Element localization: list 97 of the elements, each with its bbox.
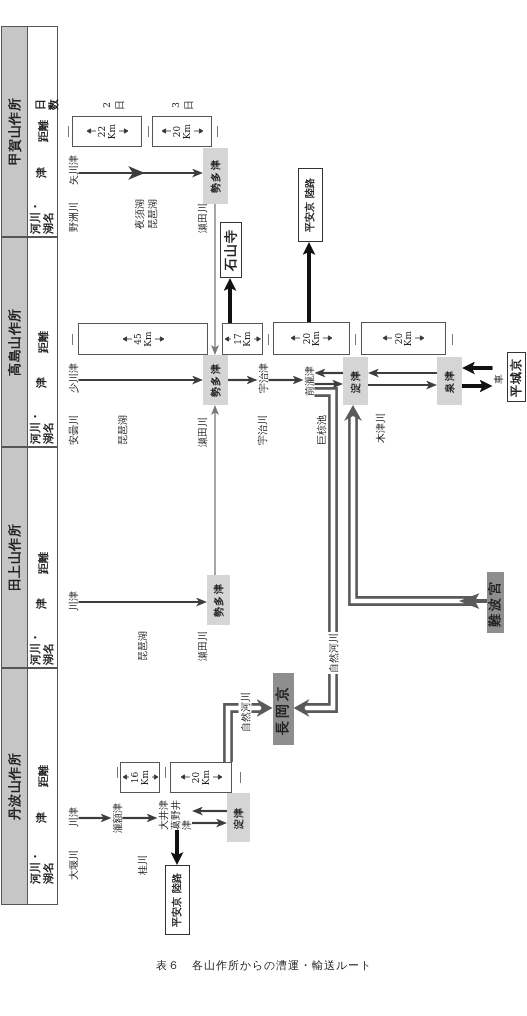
destination-box: 平安京 陸路 [298, 168, 323, 242]
port-name: 矢川津 [67, 155, 79, 185]
place-name: 巨椋池 [315, 415, 327, 445]
destination-box: 石山寺 [220, 222, 242, 278]
distance-label: 20 Km [302, 330, 321, 347]
distance-box [120, 762, 160, 793]
arrow [314, 379, 343, 389]
port-box: 勢多津 [203, 355, 228, 405]
place-name: 宇治川 [256, 415, 268, 445]
distance-box [170, 762, 232, 793]
column-heading: 津 [34, 811, 48, 823]
port-name: 瀧額津 [111, 803, 123, 833]
caption: 表６ 各山作所からの漕運・輸送ルート [156, 959, 372, 972]
day-count: 3日 [169, 100, 195, 110]
section-header: 甲賀山作所 [1, 26, 28, 237]
column-heading: 距離 [36, 331, 50, 353]
place-name: 琵琶湖 [146, 199, 158, 229]
port-name: 葛野井津 [170, 800, 192, 830]
place-name: 大堰川 [67, 850, 79, 880]
double-line-arrow [344, 405, 488, 609]
bold-arrow [170, 830, 184, 865]
distance-box [361, 322, 446, 355]
port-name: 少川津 [67, 363, 79, 393]
port-name: 川津 [67, 807, 79, 827]
distance-label: 45 Km [133, 330, 153, 348]
port-box: 勢多津 [207, 575, 230, 625]
place-name: 夜須湖 [133, 199, 145, 229]
place-name: 琵琶湖 [136, 631, 148, 661]
column-heading: 津 [34, 166, 48, 178]
arrow [78, 813, 112, 823]
distance-label: 16 Km [130, 769, 150, 786]
day-count: 2日 [100, 100, 126, 110]
column-heading: 河川・湖名 [29, 850, 55, 884]
distance-label: 20 Km [191, 769, 211, 786]
distance-label: 20 Km [394, 330, 413, 347]
distance-box [72, 116, 142, 147]
place-name: 安曇川 [67, 415, 79, 445]
bold-arrow [223, 278, 237, 323]
port-box: 淀津 [343, 357, 368, 405]
distance-label: 17 Km [233, 330, 252, 348]
place-name: 琵琶湖 [116, 415, 128, 445]
capital-box: 長岡京 [272, 673, 294, 745]
column-heading: 距離 [36, 765, 50, 787]
arrow [368, 368, 437, 378]
column-heading: 距離 [36, 552, 50, 574]
port-name: 宇治津 [257, 363, 269, 393]
destination-box: 平安京 陸路 [165, 865, 190, 935]
place-name: 瀬田川 [196, 417, 208, 447]
column-heading: 距離 [36, 120, 50, 142]
section-header: 丹波山作所 [1, 668, 28, 905]
double-line-arrow [293, 387, 338, 717]
port-box: 勢多津 [203, 148, 228, 204]
port-box: 泉津 [437, 357, 462, 405]
arrow [78, 597, 207, 607]
port-box: 淀津 [227, 793, 250, 842]
column-heading: 津 [34, 597, 48, 609]
distance-label: 22 Km [97, 123, 117, 140]
place-name: 瀬田川 [196, 631, 208, 661]
place-name: 桂川 [136, 855, 148, 875]
arrow [314, 368, 343, 378]
column-heading: 河川・湖名 [29, 200, 55, 234]
arrow [192, 818, 227, 828]
column-heading: 日数 [34, 98, 60, 110]
port-name: 前瀧津 [303, 366, 315, 396]
column-heading: 河川・湖名 [29, 631, 55, 665]
arrow [368, 380, 437, 390]
edge-label: 自然河川 [326, 632, 340, 674]
port-name: 大井津 [157, 800, 169, 830]
bold-arrow [462, 379, 493, 393]
section-header: 田上山作所 [1, 447, 28, 668]
arrow [192, 806, 227, 816]
port-name: 川津 [67, 591, 79, 611]
section-header: 高島山作所 [1, 237, 28, 447]
arrow [268, 375, 304, 385]
arrow [228, 375, 258, 385]
distance-box [273, 322, 350, 355]
distance-label: 20 Km [172, 123, 192, 140]
place-name: 木津川 [374, 413, 386, 443]
thin-arrow [211, 405, 219, 576]
arrow [77, 166, 203, 179]
capital-box: 難波宮 [486, 572, 504, 633]
place-name: 瀬田川 [196, 203, 208, 233]
column-heading: 津 [34, 376, 48, 388]
arrow [78, 375, 203, 385]
arrow [122, 813, 158, 823]
bold-arrow [462, 361, 493, 375]
destination-box: 平城京 [506, 352, 526, 403]
thin-arrow [211, 203, 219, 355]
edge-label: 自然河川 [238, 691, 252, 733]
distance-box [78, 323, 208, 355]
port-name: 車 [492, 374, 504, 384]
distance-box [152, 116, 212, 147]
column-heading: 河川・湖名 [29, 410, 55, 444]
double-line-arrow [223, 699, 273, 764]
distance-box [222, 323, 263, 355]
bold-arrow [302, 242, 316, 322]
place-name: 野洲川 [67, 202, 79, 232]
